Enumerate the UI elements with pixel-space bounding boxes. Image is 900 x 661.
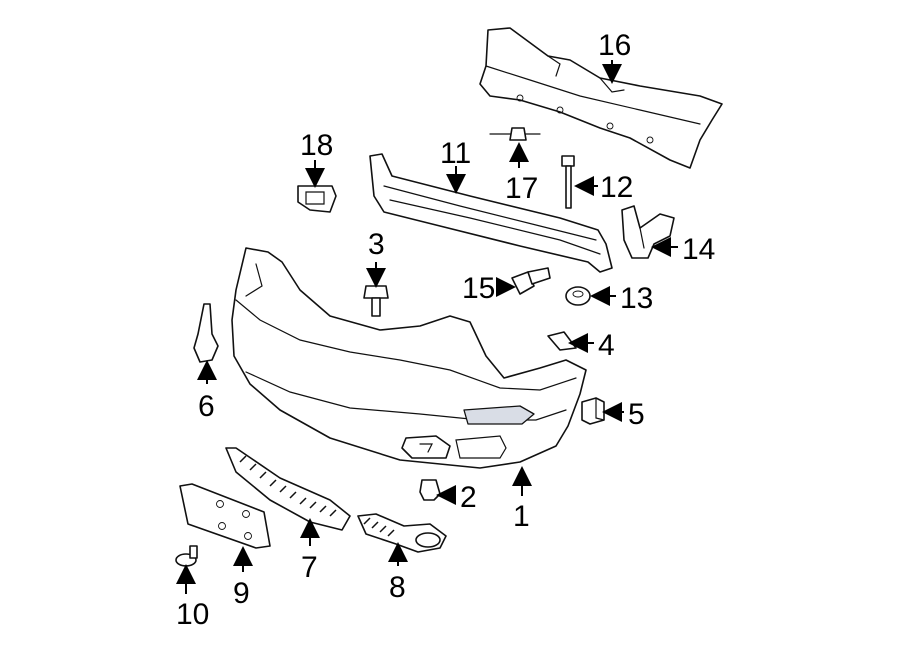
callout-4: 4 <box>598 329 615 362</box>
leader-arrows <box>176 60 678 594</box>
part-1-bumper-cover <box>231 247 587 469</box>
part-10-screw <box>175 545 198 567</box>
callout-18: 18 <box>300 129 333 162</box>
callout-labels: 16 11 17 12 14 18 3 15 13 4 5 6 1 2 7 8 … <box>176 29 715 631</box>
callout-8: 8 <box>389 571 406 604</box>
callout-5: 5 <box>628 398 645 431</box>
callout-17: 17 <box>505 172 538 205</box>
part-18-clip <box>297 185 337 213</box>
callout-3: 3 <box>368 228 385 261</box>
part-16-absorber <box>479 27 723 169</box>
callout-12: 12 <box>600 171 633 204</box>
part-12-bolt <box>561 155 575 209</box>
part-17-pin <box>489 127 541 141</box>
part-6-bracket <box>193 303 219 363</box>
part-9-plate-bracket <box>179 483 271 549</box>
callout-14: 14 <box>682 233 715 266</box>
callout-11: 11 <box>440 137 471 170</box>
part-11-reinforcement <box>369 153 613 273</box>
callout-10: 10 <box>176 598 209 631</box>
callout-13: 13 <box>620 282 653 315</box>
part-13-nut <box>565 286 591 306</box>
part-2-clip <box>419 479 441 501</box>
callout-1: 1 <box>513 500 530 533</box>
callout-7: 7 <box>301 551 318 584</box>
part-7-grille <box>225 447 351 531</box>
callout-2: 2 <box>460 481 477 514</box>
callout-9: 9 <box>233 577 250 610</box>
callout-15: 15 <box>462 272 495 305</box>
callout-16: 16 <box>598 29 631 62</box>
part-5-bracket <box>581 397 605 425</box>
part-15-bolt <box>511 267 551 295</box>
part-4-clip <box>547 331 577 351</box>
callout-6: 6 <box>198 390 215 423</box>
part-3-clip <box>363 285 389 317</box>
part-8-fog-grille <box>357 513 447 553</box>
part-14-bracket <box>621 205 675 259</box>
